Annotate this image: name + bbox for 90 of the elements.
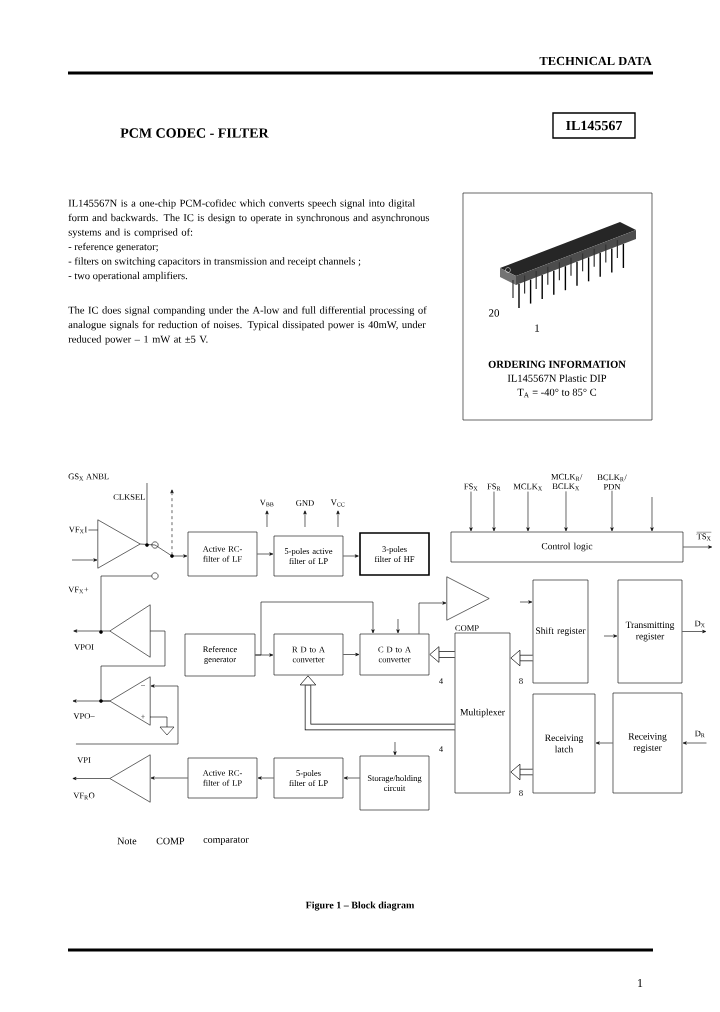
polarity-sign: – <box>140 685 146 686</box>
logic-box: Control logic <box>450 531 684 563</box>
pin-label: VF$_{X}$+ <box>68 586 89 594</box>
list-item: - reference generator; <box>68 242 158 253</box>
arrow <box>257 552 274 556</box>
pin-label: V$_{CC}$ <box>330 499 345 507</box>
pin-label: FS$_{R}$ <box>487 483 501 491</box>
arrow <box>610 490 614 532</box>
arrow <box>682 629 707 634</box>
generator-box: Reference generator <box>184 633 256 677</box>
bus-arrow <box>510 649 533 667</box>
pin-label: GND <box>296 500 314 506</box>
arrow <box>519 600 533 604</box>
title-text: PCM CODEC - FILTER <box>120 128 269 138</box>
note-text: comparator <box>203 837 249 845</box>
pin-label: MCLK$_{X}$ <box>513 483 543 491</box>
amplifier-symbol <box>109 754 151 803</box>
paragraph-text: The IC does signal companding under the A-low and full differential processing of analogue signals for reduction of noises. Typical dissipated power is 40mW, under reduced power – 1 mW at ±5 V. <box>68 306 427 345</box>
filter-box: 5-poles filter of LP <box>273 757 344 799</box>
register-box: Transmitting register <box>617 579 683 684</box>
part-number-box: IL145567 <box>552 112 636 139</box>
arrow <box>418 601 447 634</box>
pin-label: FS$_{X}$ <box>464 483 478 491</box>
pin-label: VF$_{X}$I <box>68 526 87 534</box>
arrow <box>650 496 654 532</box>
arrow <box>492 491 496 532</box>
pin-label: D$_{X}$ <box>694 620 705 628</box>
page-number: 1 <box>638 979 643 987</box>
pin-label: VPI <box>77 757 91 763</box>
converter-box: C D to A converter <box>359 633 430 676</box>
arrow <box>343 776 360 780</box>
amplifier-symbol <box>97 519 141 569</box>
arrow <box>603 634 618 638</box>
pin-number: 1 <box>535 324 540 332</box>
pin-label: TS$_{X}$ <box>696 532 712 541</box>
edge-label: 8 <box>517 677 525 685</box>
register-box: Shift register <box>532 579 589 684</box>
converter-box: R D to A converter <box>273 633 344 676</box>
amplifier-symbol <box>109 604 151 658</box>
polarity-sign: + <box>141 714 145 719</box>
pin-number: 20 <box>489 309 500 317</box>
arrow <box>75 684 179 745</box>
register-box: Receiving register <box>612 692 683 794</box>
filter-box: Active RC-filter of LP <box>187 757 258 799</box>
circuit-box: Storage/holding circuit <box>359 755 430 811</box>
arrow <box>343 554 359 558</box>
latch-box: Receiving latch <box>532 693 596 794</box>
arrow <box>396 618 400 634</box>
edge-label: 8 <box>517 789 525 797</box>
arrow <box>150 776 188 780</box>
note-text: Note <box>117 837 137 845</box>
pin-label: GS$_{X}$ ANBL <box>68 473 109 481</box>
arrow <box>73 629 111 633</box>
pin-label: CLKSEL <box>113 494 145 500</box>
bus-arrow <box>429 646 455 663</box>
note-text: COMP <box>156 837 185 845</box>
arrow <box>564 491 568 532</box>
heading-text: TECHNICAL DATA <box>539 56 652 66</box>
arrow <box>139 543 188 558</box>
pin-label: MCLK$_{R}$/ BCLK$_{X}$ <box>551 473 583 491</box>
edge-label: 4 <box>437 677 445 685</box>
arrow <box>343 652 360 657</box>
caption-text: Figure 1 – Block diagram <box>305 901 415 911</box>
edge-label: 4 <box>437 745 445 753</box>
pin-label: VPO– <box>73 713 95 719</box>
arrow <box>255 601 375 656</box>
bus-arrow <box>510 763 533 781</box>
paragraph-text: IL145567N is a one-chip PCM-cofidec which converts speech signal into digital form and backwards. The IC is design to operate in synchronous and asynchronous systems and is comprised of: <box>68 199 430 238</box>
arrow <box>682 741 707 745</box>
list-item: - two operational amplifiers. <box>68 271 188 282</box>
pin-label: BCLK$_{R}$/ PDN <box>597 474 627 490</box>
arrow <box>526 491 530 532</box>
arrow <box>72 776 111 781</box>
arrow <box>393 741 397 756</box>
pin-label: VF$_{R}$O <box>73 792 95 800</box>
pin-label: V$_{BB}$ <box>259 499 274 507</box>
bus-arrow <box>299 675 455 731</box>
arrow <box>595 741 613 745</box>
pin-label: D$_{R}$ <box>694 730 705 738</box>
list-item: - filters on switching capacitors in transmission and receipt channels ; <box>68 257 361 267</box>
amplifier-symbol <box>109 676 151 726</box>
arrow <box>683 545 713 549</box>
pin-label: VPOI <box>74 644 94 650</box>
filter-box: Active RC-filter of LF <box>187 531 258 577</box>
filter-box: 5-poles active filter of LP <box>273 535 344 577</box>
filter-box: 3-poles filter of HF <box>359 532 430 576</box>
arrow <box>257 776 274 780</box>
arrow <box>469 491 473 532</box>
multiplexer-box: Multiplexer <box>454 632 511 794</box>
arrow <box>71 558 98 562</box>
